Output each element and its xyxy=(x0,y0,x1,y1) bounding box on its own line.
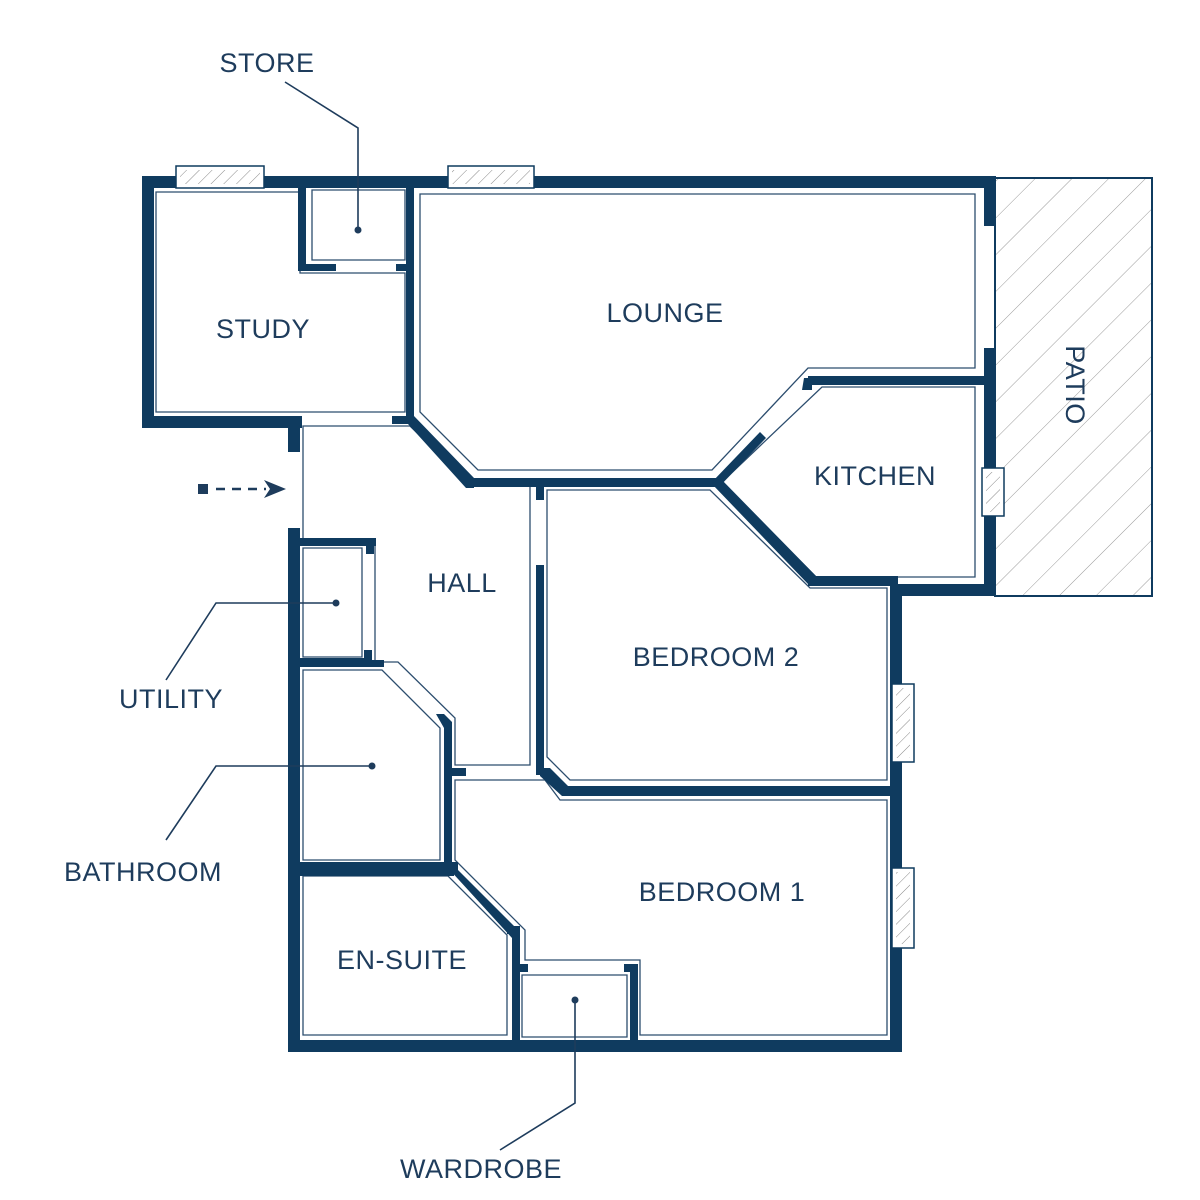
bathroom-leader xyxy=(165,765,372,841)
callout-label-store: STORE xyxy=(219,48,314,78)
wardrobe-leader xyxy=(499,1000,576,1151)
utility-leader xyxy=(165,602,336,681)
room-label-study: STUDY xyxy=(216,314,310,344)
room-label-patio: PATIO xyxy=(1060,345,1090,425)
room-label-kitchen: KITCHEN xyxy=(814,461,936,491)
windows xyxy=(175,165,1005,949)
room-label-hall: HALL xyxy=(427,568,497,598)
store-leader xyxy=(284,81,359,230)
room-label-bedroom-1: BEDROOM 1 xyxy=(639,877,806,907)
callout-label-utility: UTILITY xyxy=(119,684,223,714)
callout-label-wardrobe: WARDROBE xyxy=(400,1154,562,1184)
walls xyxy=(142,176,996,1052)
callout-labels: STORE UTILITY BATHROOM WARDROBE xyxy=(64,48,562,1184)
room-labels: LOUNGE STUDY KITCHEN HALL BEDROOM 2 BEDR… xyxy=(216,298,1090,975)
entrance-arrow-icon xyxy=(198,480,286,498)
leader-lines xyxy=(165,81,579,1151)
callout-label-bathroom: BATHROOM xyxy=(64,857,222,887)
room-label-lounge: LOUNGE xyxy=(606,298,723,328)
room-label-en-suite: EN-SUITE xyxy=(337,945,467,975)
room-label-bedroom-2: BEDROOM 2 xyxy=(633,642,800,672)
patio xyxy=(994,177,1153,597)
